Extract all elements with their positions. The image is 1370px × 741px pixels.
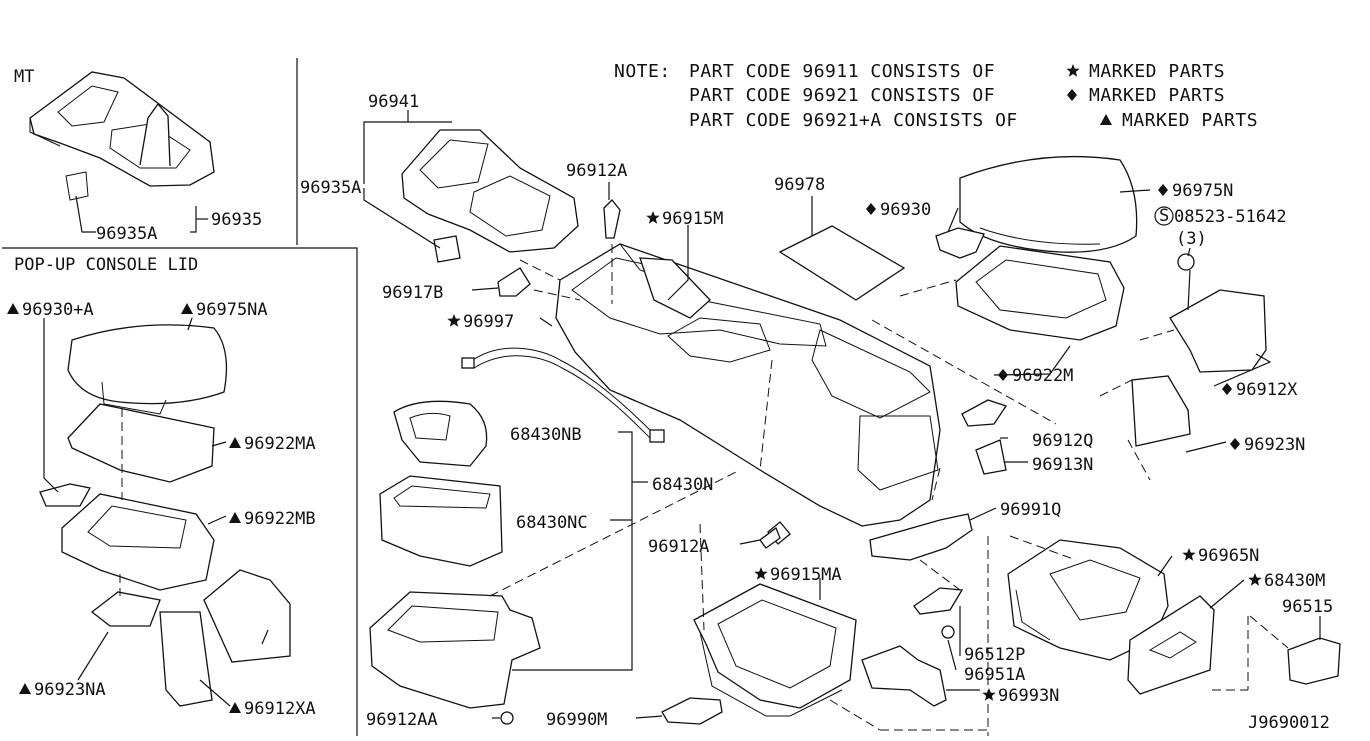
ashtray-panel	[1127, 595, 1215, 695]
label-96935a-mt: 96935A	[96, 224, 157, 244]
label-96993n: 96993N	[998, 686, 1059, 706]
label-96512p: 96512P	[964, 645, 1025, 665]
armrest-lid	[959, 155, 1138, 253]
label-96935-mt: 96935	[211, 210, 262, 230]
label-96912q: 96912Q	[1032, 431, 1093, 451]
star-marker-icon	[1248, 573, 1262, 586]
note-block: NOTE: PART CODE 96911 CONSISTS OF MARKED…	[614, 61, 1258, 131]
label-96990m: 96990M	[546, 710, 607, 730]
screws-bottom	[500, 526, 781, 725]
lower-box-bracket	[693, 583, 857, 717]
note-star-marker	[1066, 64, 1080, 77]
label-96912a-top: 96912A	[566, 161, 627, 181]
label-08523-51642: 08523-51642	[1174, 207, 1287, 227]
leader-lines	[363, 110, 1321, 719]
diamond-marker-icon	[1230, 438, 1240, 450]
label-96975n: 96975N	[1172, 181, 1233, 201]
label-96930: 96930	[880, 200, 931, 220]
triangle-marker-icon	[229, 702, 241, 713]
label-96912a-mid: 96912A	[648, 537, 709, 557]
note-prefix: NOTE:	[614, 61, 671, 82]
label-96935a: 96935A	[300, 178, 361, 198]
label-96923na: 96923NA	[34, 680, 106, 700]
star-marker-icon	[447, 314, 461, 327]
triangle-marker-icon	[229, 512, 241, 523]
note-diamond-marker	[1067, 89, 1077, 101]
note-triangle-marker	[1100, 114, 1112, 125]
rear-bracket	[1131, 253, 1267, 447]
label-96917b: 96917B	[382, 283, 443, 303]
popup-lid-leaders	[43, 317, 269, 707]
label-96975na: 96975NA	[196, 300, 268, 320]
diamond-marker-icon	[866, 203, 876, 215]
label-96965n: 96965N	[1198, 546, 1259, 566]
diamond-marker-icon	[1222, 383, 1232, 395]
triangle-marker-icon	[7, 303, 19, 314]
label-96912x: 96912X	[1236, 380, 1298, 400]
note-line-3: PART CODE 96921+A CONSISTS OF	[689, 110, 1018, 131]
label-96997: 96997	[463, 312, 514, 332]
label-96912xa: 96912XA	[244, 699, 316, 719]
popup-lid-parts	[39, 324, 291, 707]
console-upper-finisher	[401, 129, 579, 263]
popup-box-title: POP-UP CONSOLE LID	[14, 255, 198, 275]
note-line-3-suffix: MARKED PARTS	[1122, 110, 1258, 131]
label-68430m: 68430M	[1264, 571, 1325, 591]
label-96930-plus-a: 96930+A	[22, 300, 94, 320]
wire-harness	[461, 347, 665, 443]
ashtray	[1287, 637, 1341, 685]
shifter-housing	[1007, 539, 1169, 661]
triangle-marker-icon	[181, 303, 193, 314]
label-96923n: 96923N	[1244, 435, 1305, 455]
label-96915ma: 96915MA	[770, 565, 842, 585]
note-line-2-suffix: MARKED PARTS	[1089, 85, 1225, 106]
label-96922m: 96922M	[1012, 366, 1073, 386]
inset-frames	[2, 58, 358, 736]
console-main-body	[555, 243, 941, 527]
label-96915m: 96915M	[662, 209, 723, 229]
note-line-1: PART CODE 96911 CONSISTS OF	[689, 61, 995, 82]
side-brackets	[861, 513, 973, 707]
star-marker-icon	[646, 211, 660, 224]
mt-box-title: MT	[14, 67, 34, 87]
label-96951a: 96951A	[964, 665, 1025, 685]
popup-box-border	[2, 247, 358, 736]
label-96922mb: 96922MB	[244, 509, 316, 529]
label-96922ma: 96922MA	[244, 434, 316, 454]
note-line-1-suffix: MARKED PARTS	[1089, 61, 1225, 82]
lid-hinge	[935, 227, 985, 259]
star-marker-icon	[754, 567, 768, 580]
triangle-marker-icon	[19, 683, 31, 694]
cup-holder-parts	[369, 400, 541, 709]
diamond-marker-icon	[1158, 184, 1168, 196]
armrest-lid-base	[955, 245, 1125, 341]
label-96978: 96978	[774, 175, 825, 195]
dashed-guides	[489, 244, 1289, 736]
note-line-2: PART CODE 96921 CONSISTS OF	[689, 85, 995, 106]
label-68430nb: 68430NB	[510, 425, 582, 445]
mt-leaders	[75, 195, 208, 233]
circle-s-letter: S	[1159, 206, 1169, 226]
star-marker-icon	[1182, 548, 1196, 561]
console-mat	[778, 225, 906, 301]
label-96515: 96515	[1282, 597, 1333, 617]
star-marker-icon	[982, 688, 996, 701]
part-labels: 96935A 96935 96930+A 96975NA 96922MA 969…	[7, 92, 1333, 730]
label-qty-3: (3)	[1176, 229, 1207, 249]
label-96991q: 96991Q	[1000, 500, 1061, 520]
label-96941: 96941	[368, 92, 419, 112]
diagram-id: J9690012	[1248, 713, 1330, 733]
label-96913n: 96913N	[1032, 455, 1093, 475]
label-96912aa: 96912AA	[366, 710, 438, 730]
triangle-marker-icon	[229, 437, 241, 448]
diamond-marker-icon	[998, 369, 1008, 381]
label-68430nc: 68430NC	[516, 513, 588, 533]
mt-shifter-finisher	[29, 71, 215, 201]
circle-s-icon	[1154, 206, 1174, 226]
label-68430n: 68430N	[652, 475, 713, 495]
